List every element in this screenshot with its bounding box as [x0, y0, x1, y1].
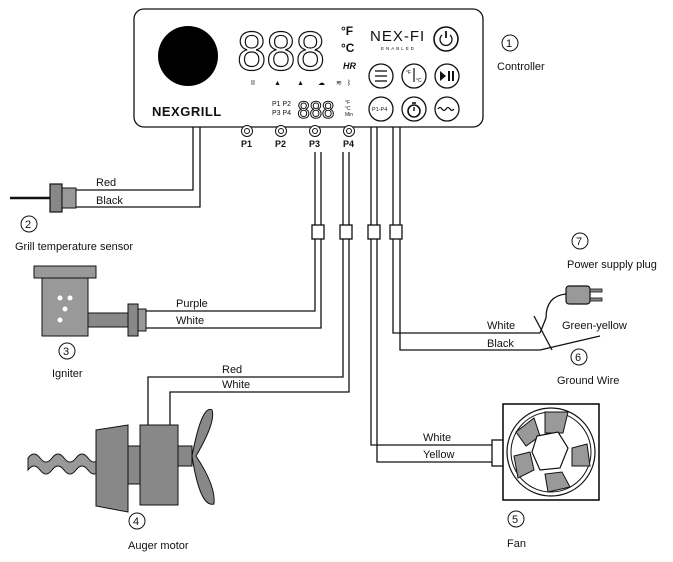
connector-igniter [311, 224, 325, 240]
connectors [311, 224, 403, 240]
play-pause-button[interactable] [434, 63, 460, 89]
wire-label-auger-white: White [222, 379, 250, 391]
status-icons-row: II ▲ ▲ ☁ ≋ ᛒ [251, 79, 351, 87]
svg-text:3: 3 [63, 346, 69, 358]
label-controller: Controller [497, 61, 545, 73]
port-p1-label: P1 [241, 139, 252, 149]
temperature-sensor [10, 183, 77, 213]
connector-auger [339, 224, 353, 240]
nexfi-sub: ENABLED [381, 46, 416, 51]
probes-button[interactable]: P1-P4 [368, 96, 394, 122]
display-circle [158, 26, 218, 86]
probe-label-bottom: P3 P4 [272, 110, 291, 117]
fan-wires [370, 239, 492, 463]
port-p2-label: P2 [275, 139, 286, 149]
sensor-wires [60, 127, 201, 208]
unit-celsius: °C [341, 41, 355, 55]
unit-fahrenheit: °F [341, 24, 353, 38]
probe-label-top: P1 P2 [272, 101, 291, 108]
wire-label-igniter-white: White [176, 315, 204, 327]
power-button[interactable] [433, 26, 459, 52]
wire-label-sensor-red: Red [96, 177, 116, 189]
wire-label-fan-yellow: Yellow [423, 449, 454, 461]
auger-wires [147, 239, 350, 425]
smoke-status-icon: ▲ [297, 80, 304, 87]
wire-label-igniter-purple: Purple [176, 298, 208, 310]
badge-7: 7 [571, 232, 589, 250]
port-p1[interactable]: P1 [241, 125, 253, 150]
wire-label-sensor-black: Black [96, 195, 123, 207]
fan-status-icon: ☁ [318, 80, 325, 87]
bluetooth-status-icon: ᛒ [347, 79, 351, 87]
port-p4[interactable]: P4 [343, 125, 355, 150]
pause-status-icon: II [251, 80, 255, 87]
svg-text:7: 7 [576, 236, 582, 248]
connector-fan [367, 224, 381, 240]
connector-power [389, 224, 403, 240]
badge-2: 2 [20, 215, 38, 233]
menu-icon [375, 70, 387, 82]
probes-button-label: P1-P4 [372, 107, 387, 113]
power-plug [545, 285, 603, 319]
svg-text:°C: °C [416, 78, 422, 84]
timer-button[interactable] [401, 96, 427, 122]
svg-text:°F: °F [406, 70, 411, 76]
smoke-button[interactable] [434, 96, 460, 122]
small-display-units: °F [345, 100, 350, 106]
power-wires [392, 239, 601, 351]
port-p2[interactable]: P2 [275, 125, 287, 150]
small-display-units-min: Min [345, 112, 353, 118]
temperature-button[interactable]: °F °C [401, 63, 427, 89]
controller-panel: NEXGRILL 888 °F °C HR II ▲ ▲ ☁ ≋ ᛒ P1 P2… [133, 8, 484, 128]
unit-hr: HR [343, 61, 356, 71]
port-p3-label: P3 [309, 139, 320, 149]
small-display: 888 [297, 99, 334, 124]
svg-text:1: 1 [506, 38, 512, 50]
igniter [33, 265, 147, 337]
label-igniter: Igniter [52, 368, 83, 380]
badge-3: 3 [58, 342, 76, 360]
smoke-icon [437, 106, 455, 112]
badge-1: 1 [501, 34, 519, 52]
port-p4-label: P4 [343, 139, 354, 149]
wire-label-auger-red: Red [222, 364, 242, 376]
badge-6: 6 [570, 348, 588, 366]
wire-label-power-white: White [487, 320, 515, 332]
wifi-status-icon: ≋ [336, 80, 342, 87]
svg-text:4: 4 [133, 516, 139, 528]
thermometer-icon: °F °C [406, 68, 422, 84]
controller-to-connectors [314, 127, 401, 225]
menu-button[interactable] [368, 63, 394, 89]
brand-logo: NEXGRILL [152, 104, 222, 119]
badge-4: 4 [128, 512, 146, 530]
wire-label-green-yellow: Green-yellow [562, 320, 627, 332]
port-p3[interactable]: P3 [309, 125, 321, 150]
flame-status-icon: ▲ [274, 80, 281, 87]
wire-label-fan-white: White [423, 432, 451, 444]
small-display-units-c: °C [345, 106, 351, 112]
main-display: 888 [236, 23, 324, 83]
play-pause-icon [440, 71, 454, 81]
auger-motor [27, 408, 215, 513]
fan [491, 403, 600, 501]
power-icon [439, 31, 453, 47]
probe-ports: P1 P2 P3 P4 [241, 125, 355, 150]
label-auger-motor: Auger motor [128, 540, 189, 552]
badge-5: 5 [507, 510, 525, 528]
wire-label-power-black: Black [487, 338, 514, 350]
label-power-supply-plug: Power supply plug [567, 259, 657, 271]
svg-text:5: 5 [512, 514, 518, 526]
svg-text:2: 2 [25, 219, 31, 231]
label-ground-wire: Ground Wire [557, 375, 619, 387]
igniter-wires [143, 239, 322, 329]
svg-text:6: 6 [575, 352, 581, 364]
label-fan: Fan [507, 538, 526, 550]
label-grill-temperature-sensor: Grill temperature sensor [15, 241, 133, 253]
nexfi-logo: NEX-FI [370, 28, 425, 45]
timer-icon [407, 102, 421, 118]
